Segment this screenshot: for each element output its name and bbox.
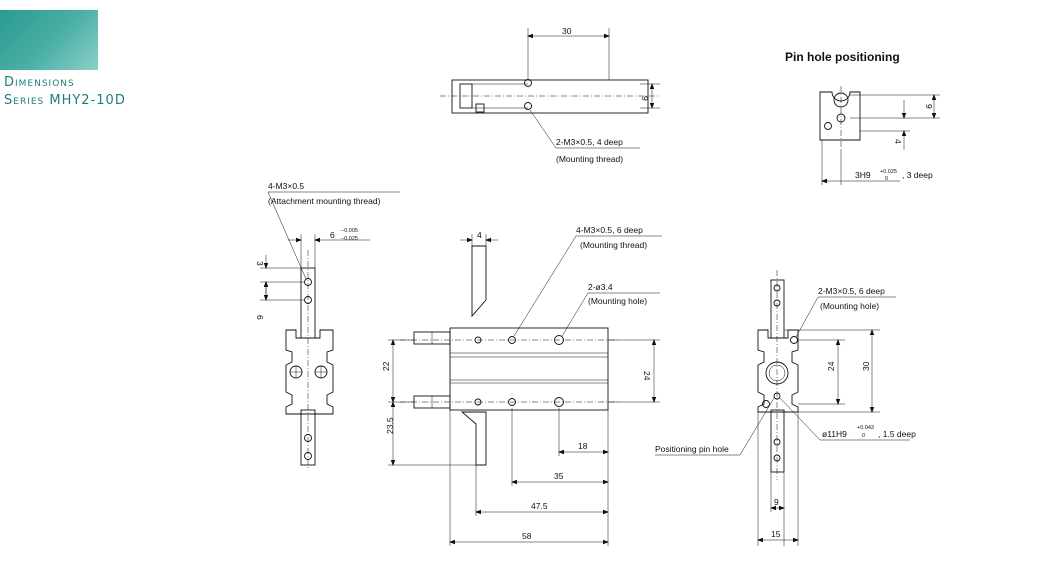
front-dim-23-5: 23.5 bbox=[385, 417, 395, 434]
front-dim-24: 24 bbox=[642, 371, 652, 381]
front-dim-58: 58 bbox=[522, 531, 532, 541]
pin-hole-depth: , 3 deep bbox=[902, 170, 933, 180]
front-bottom-finger bbox=[460, 411, 487, 466]
right-dim-15: 15 bbox=[771, 529, 781, 539]
left-view: 4-M3×0.5 (Attachment mounting thread) 6 … bbox=[255, 181, 400, 470]
pin-hole-circle bbox=[833, 92, 849, 108]
top-thread-hole-1 bbox=[524, 79, 532, 87]
pin-hole-title: Pin hole positioning bbox=[785, 50, 900, 64]
title-line-1: Dimensions bbox=[4, 75, 75, 90]
front-dim-22: 22 bbox=[381, 361, 391, 371]
top-thread-note: (Mounting thread) bbox=[556, 154, 623, 164]
right-pin-label: Positioning pin hole bbox=[655, 444, 729, 454]
top-thread-hole-2 bbox=[524, 102, 532, 110]
front-dim-4: 4 bbox=[477, 230, 482, 240]
right-dim-24: 24 bbox=[826, 361, 836, 371]
left-tol-upper: −0.005 bbox=[341, 228, 358, 234]
pin-hole-view: 3H9 +0.025 0 , 3 deep 9 4 bbox=[819, 86, 940, 185]
pin-dim-9: 9 bbox=[924, 104, 934, 109]
front-thread-note: (Mounting thread) bbox=[580, 240, 647, 250]
front-top-finger bbox=[471, 245, 487, 318]
pin-dim-4: 4 bbox=[893, 139, 903, 144]
right-dim-9: 9 bbox=[774, 497, 779, 507]
front-thread-label: 4-M3×0.5, 6 deep bbox=[576, 225, 643, 235]
left-dim-3: 3 bbox=[255, 261, 265, 266]
header-banner bbox=[0, 10, 98, 70]
top-thread-label: 2-M3×0.5, 4 deep bbox=[556, 137, 623, 147]
left-dim-6: 6 bbox=[330, 230, 335, 240]
front-dim-18: 18 bbox=[578, 441, 588, 451]
right-thread-note: (Mounting hole) bbox=[820, 301, 879, 311]
left-dim-6v: 6 bbox=[255, 315, 265, 320]
top-view: 30 9 2-M3×0.5, 4 deep (Mounting thread) bbox=[440, 26, 660, 164]
left-thread-label: 4-M3×0.5 bbox=[268, 181, 304, 191]
left-thread-note: (Attachment mounting thread) bbox=[268, 196, 381, 206]
pin-hole-tol-upper: +0.025 bbox=[880, 169, 897, 175]
right-view: 2-M3×0.5, 6 deep (Mounting hole) 24 30 P… bbox=[655, 270, 916, 546]
pin-hole-body bbox=[819, 91, 861, 141]
right-bore-depth: , 1.5 deep bbox=[878, 429, 916, 439]
pin-hole-tol-lower: 0 bbox=[885, 176, 888, 182]
right-bore-tol-upper: +0.043 bbox=[857, 425, 874, 431]
right-thread-label: 2-M3×0.5, 6 deep bbox=[818, 286, 885, 296]
top-dim-30: 30 bbox=[562, 26, 572, 36]
front-view: 4 4-M3×0.5, 6 deep (Mounting thread) 2-ø… bbox=[381, 225, 662, 546]
title-line-2: Series MHY2-10D bbox=[4, 93, 126, 108]
front-body bbox=[449, 327, 609, 411]
right-body bbox=[757, 329, 799, 413]
front-dim-47-5: 47.5 bbox=[531, 501, 548, 511]
left-tol-lower: −0.025 bbox=[341, 236, 358, 242]
page-title: Dimensions Series MHY2-10D bbox=[4, 74, 126, 110]
front-hole-label: 2-ø3.4 bbox=[588, 282, 613, 292]
right-lower-finger bbox=[770, 409, 785, 473]
left-body bbox=[285, 329, 334, 415]
right-dim-30: 30 bbox=[861, 361, 871, 371]
right-mount-hole-2 bbox=[762, 400, 770, 408]
right-mount-hole-1 bbox=[790, 336, 798, 344]
top-dim-9: 9 bbox=[640, 96, 650, 101]
right-upper-finger bbox=[770, 279, 785, 339]
front-dim-35: 35 bbox=[554, 471, 564, 481]
front-hole-note: (Mounting hole) bbox=[588, 296, 647, 306]
pin-hole-label: 3H9 bbox=[855, 170, 871, 180]
top-body bbox=[451, 79, 649, 114]
right-bore-tol-lower: 0 bbox=[862, 433, 865, 439]
right-bore-label: ø11H9 bbox=[822, 429, 847, 439]
